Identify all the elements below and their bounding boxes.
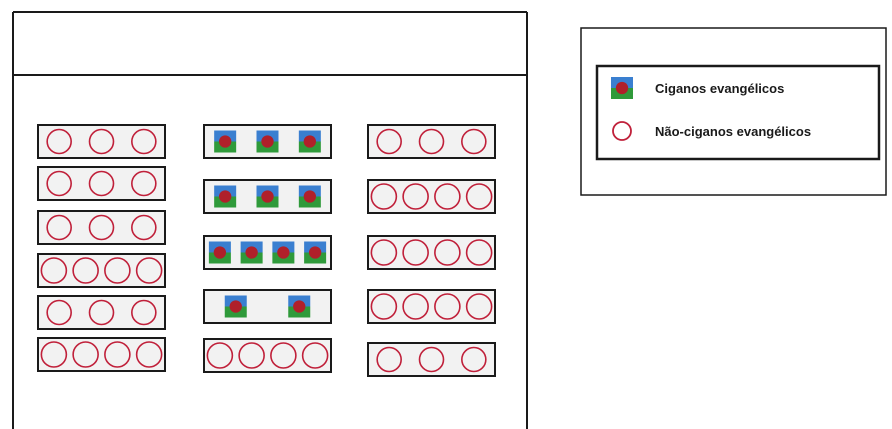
bench-column-center	[203, 124, 332, 373]
circle-icon	[135, 257, 163, 284]
bench-outline	[37, 210, 166, 245]
circle-icon	[461, 128, 487, 155]
circle-icon	[131, 170, 157, 197]
bench-row	[203, 124, 332, 159]
circle-icon	[402, 293, 429, 320]
circle-icon	[465, 183, 493, 210]
circle-icon	[465, 239, 493, 266]
circle-icon	[88, 214, 115, 241]
bench-row	[37, 124, 166, 159]
circle-icon	[46, 214, 72, 241]
bench-row	[37, 166, 166, 201]
circle-icon	[46, 170, 72, 197]
gypsy-flag-icon	[256, 185, 279, 208]
bench-row	[203, 179, 332, 214]
circle-icon	[72, 257, 99, 284]
circle-icon	[370, 183, 398, 210]
circle-icon	[301, 342, 329, 369]
bench-row	[37, 337, 166, 372]
bench-outline	[367, 124, 496, 159]
gypsy-flag-icon	[298, 130, 321, 153]
bench-row	[367, 342, 496, 377]
bench-column-left	[37, 124, 166, 372]
legend-label-nao-ciganos: Não-ciganos evangélicos	[655, 124, 811, 139]
bench-grid	[37, 124, 496, 377]
church-floor-plan	[12, 11, 528, 429]
circle-icon	[40, 257, 68, 284]
circle-icon	[370, 293, 398, 320]
circle-icon	[376, 346, 402, 373]
legend-label-ciganos: Ciganos evangélicos	[655, 81, 784, 96]
bench-outline	[37, 295, 166, 330]
gypsy-flag-icon	[214, 185, 237, 208]
circle-icon	[131, 299, 157, 326]
circle-icon	[40, 341, 68, 368]
circle-icon	[461, 346, 487, 373]
bench-outline	[367, 342, 496, 377]
gypsy-flag-icon	[298, 185, 321, 208]
gypsy-flag-icon	[256, 130, 279, 153]
circle-icon	[135, 341, 163, 368]
bench-row	[203, 235, 332, 270]
circle-icon	[46, 128, 72, 155]
circle-icon	[270, 342, 297, 369]
circle-icon	[402, 183, 429, 210]
gypsy-flag-icon	[304, 241, 327, 264]
bench-column-right	[367, 124, 496, 377]
gypsy-flag-icon	[240, 241, 263, 264]
bench-outline	[37, 166, 166, 201]
circle-icon	[402, 239, 429, 266]
bench-row	[367, 179, 496, 214]
circle-icon	[88, 299, 115, 326]
circle-icon	[46, 299, 72, 326]
circle-icon	[104, 257, 131, 284]
circle-icon	[72, 341, 99, 368]
circle-icon	[434, 183, 461, 210]
circle-icon	[612, 121, 632, 141]
bench-row	[37, 253, 166, 288]
circle-icon	[88, 128, 115, 155]
gypsy-flag-icon	[611, 77, 633, 99]
circle-icon	[370, 239, 398, 266]
circle-icon	[88, 170, 115, 197]
bench-row	[367, 124, 496, 159]
circle-icon	[104, 341, 131, 368]
gypsy-flag-icon	[224, 295, 247, 318]
gypsy-flag-icon	[288, 295, 311, 318]
bench-row	[367, 235, 496, 270]
bench-outline	[37, 124, 166, 159]
circle-icon	[418, 128, 445, 155]
circle-icon	[434, 293, 461, 320]
circle-icon	[131, 214, 157, 241]
bench-outline	[203, 289, 332, 324]
bench-row	[37, 295, 166, 330]
bench-row	[203, 289, 332, 324]
gypsy-flag-icon	[611, 77, 633, 99]
bench-row	[203, 338, 332, 373]
circle-icon	[376, 128, 402, 155]
circle-icon	[206, 342, 234, 369]
circle-icon	[434, 239, 461, 266]
circle-icon	[465, 293, 493, 320]
circle-icon	[131, 128, 157, 155]
gypsy-flag-icon	[214, 130, 237, 153]
legend: Ciganos evangélicos Não-ciganos evangéli…	[580, 27, 887, 196]
legend-inner-frame	[595, 64, 881, 161]
circle-icon	[418, 346, 445, 373]
circle-icon	[238, 342, 265, 369]
gypsy-flag-icon	[208, 241, 231, 264]
gypsy-flag-icon	[272, 241, 295, 264]
bench-row	[367, 289, 496, 324]
bench-row	[37, 210, 166, 245]
